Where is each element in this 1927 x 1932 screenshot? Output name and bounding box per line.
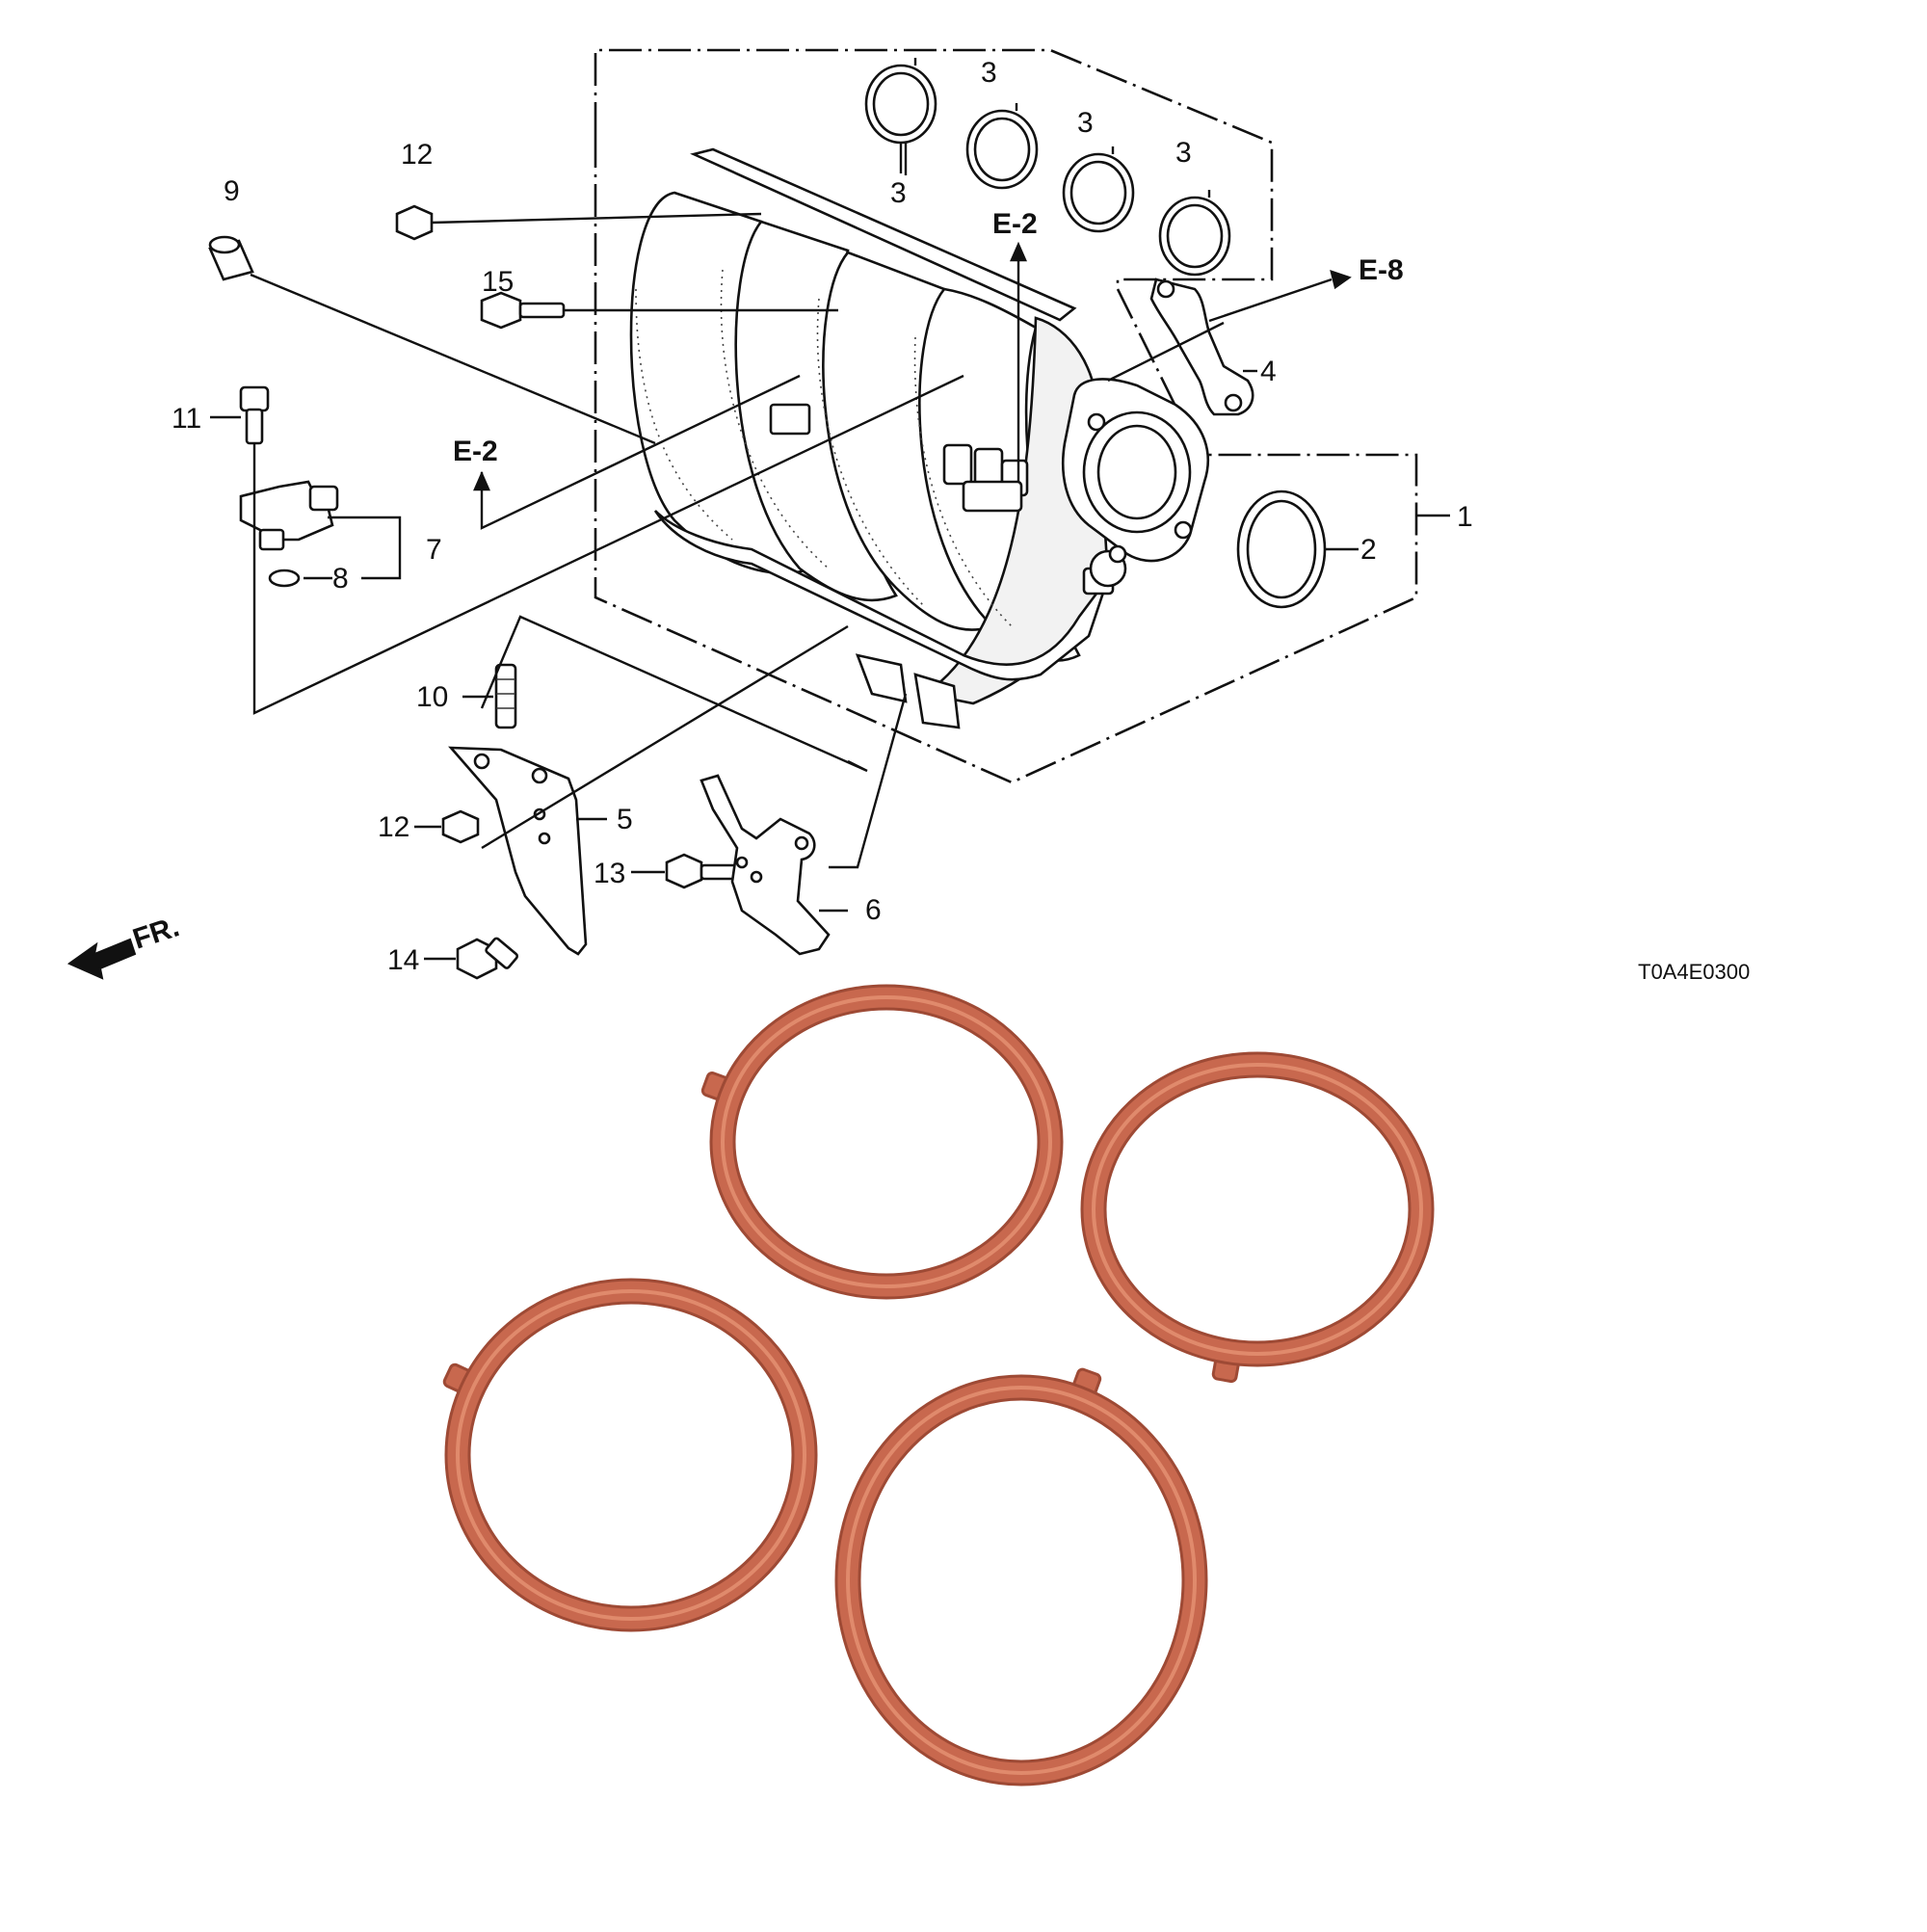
front-label: FR. [129, 911, 183, 955]
callout-13: 13 [594, 858, 625, 889]
gasket-edge [1080, 1051, 1435, 1367]
callout-9: 9 [224, 175, 240, 207]
gasket-ring [834, 1367, 1208, 1786]
sensor-o-ring [268, 569, 301, 588]
gasket-ring [700, 984, 1064, 1300]
dowel-pin [208, 235, 254, 281]
callout-6: 6 [865, 894, 882, 926]
callout-1: 1 [1457, 501, 1473, 533]
callout-12: 12 [378, 811, 409, 843]
stay-bolt [456, 937, 518, 980]
callout-14: 14 [387, 944, 419, 976]
leader-lines [250, 212, 1352, 869]
gasket-photo [442, 984, 1435, 1786]
gasket-edge [732, 1007, 1041, 1277]
wire-harness-bracket [1149, 278, 1254, 416]
callout-labels: 1 2 3 3 3 3 4 5 6 7 8 9 10 11 12 12 13 1… [172, 57, 1473, 976]
drawing-code: T0A4E0300 [1638, 960, 1750, 984]
callout-3: 3 [890, 177, 907, 209]
ref-e2-top: E-2 [992, 208, 1038, 240]
callout-5: 5 [617, 804, 633, 835]
exploded-parts-diagram: 1 2 3 3 3 3 4 5 6 7 8 9 10 11 12 12 13 1… [66, 48, 1750, 984]
gasket-edge [444, 1278, 818, 1632]
callout-3: 3 [1077, 107, 1094, 139]
callout-8: 8 [332, 563, 349, 595]
flange-nut-upper [395, 204, 434, 241]
gasket-edge [467, 1301, 795, 1609]
throttle-body-flange [1061, 378, 1209, 564]
callout-3: 3 [1175, 137, 1192, 169]
gasket-edge [1092, 1063, 1423, 1356]
gasket-edge [858, 1397, 1185, 1763]
harness-bracket [700, 774, 831, 956]
callout-3: 3 [981, 57, 997, 89]
assembly-outline-main [594, 135, 1418, 784]
gasket-edge [1103, 1074, 1412, 1344]
gasket-edge [709, 984, 1064, 1300]
stud-bolt [494, 663, 517, 729]
gasket-ring [442, 1278, 818, 1632]
flange-nut-lower [441, 809, 480, 844]
callout-7: 7 [426, 534, 442, 566]
callout-10: 10 [416, 681, 448, 713]
gasket-edge [456, 1289, 806, 1621]
bracket-bolt [665, 853, 742, 889]
throttle-gasket [1236, 490, 1327, 609]
gasket-edge [721, 995, 1052, 1288]
gasket-edge [846, 1386, 1197, 1775]
port-gasket-set [864, 58, 1231, 277]
callout-12: 12 [401, 139, 433, 171]
manifold-stay [448, 746, 588, 956]
gasket-ring [1080, 1051, 1435, 1384]
ref-e2-left: E-2 [453, 436, 498, 467]
intake-manifold [629, 147, 1209, 729]
sensor-bolt [239, 385, 270, 445]
callout-4: 4 [1260, 356, 1277, 387]
callout-15: 15 [482, 266, 514, 298]
front-direction-arrow: FR. [66, 911, 183, 980]
ref-e8: E-8 [1359, 254, 1404, 286]
callout-2: 2 [1360, 534, 1377, 566]
callout-11: 11 [172, 403, 201, 435]
manifold-bolt [480, 291, 566, 330]
gasket-edge [834, 1374, 1208, 1786]
map-sensor [239, 480, 339, 551]
